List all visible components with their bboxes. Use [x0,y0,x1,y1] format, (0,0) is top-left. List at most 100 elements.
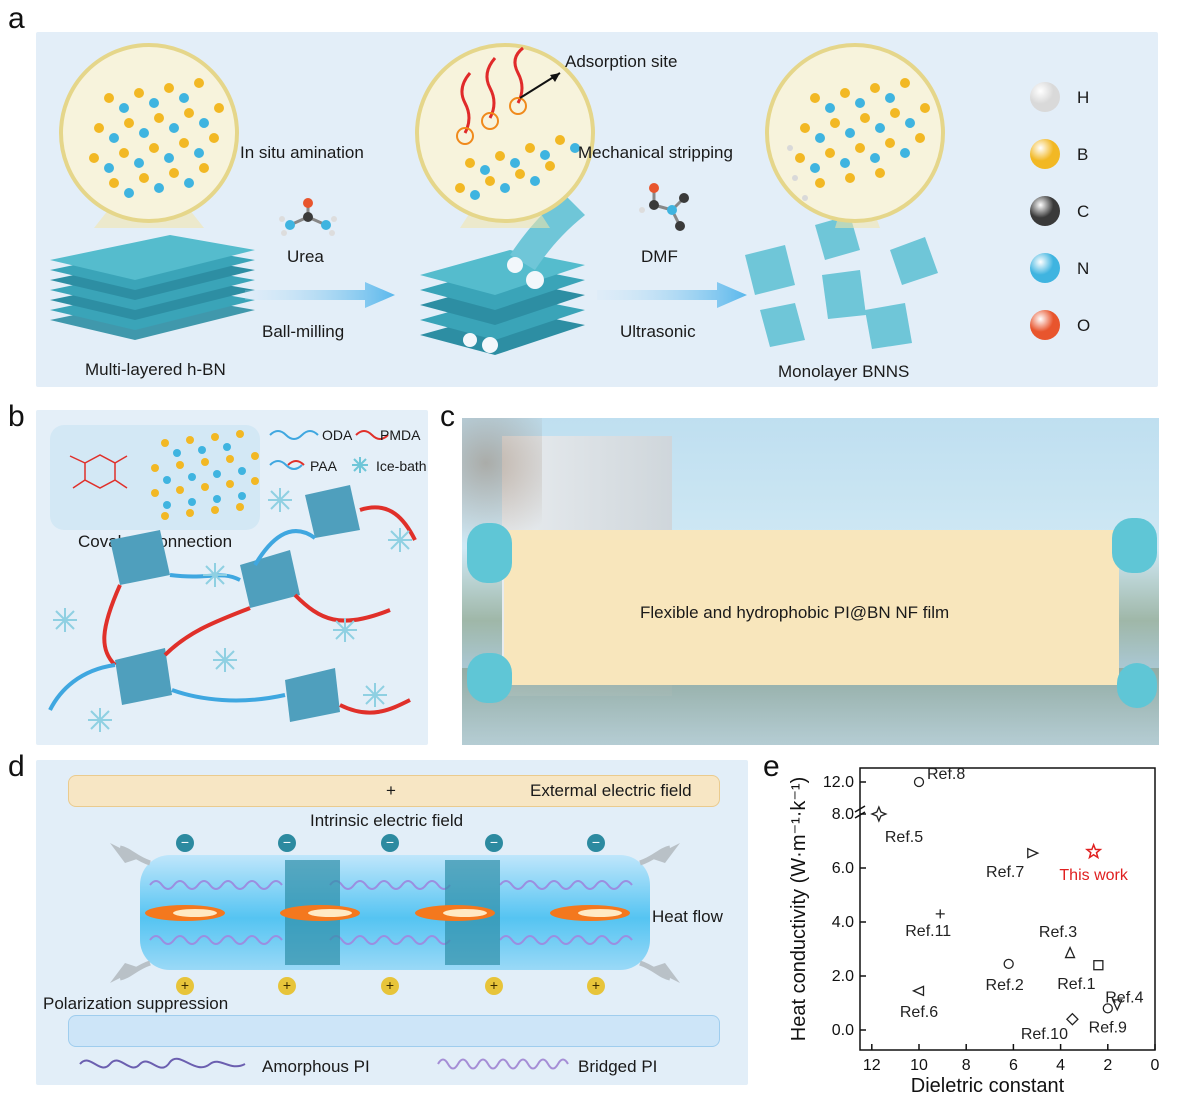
data-label: Ref.7 [986,864,1024,881]
data-point [1003,958,1014,970]
x-tick-label: 0 [1151,1057,1160,1074]
glove-left-bottom [467,653,512,703]
element-dot-c [1030,196,1060,226]
label-adsorption-site: Adsorption site [565,52,678,71]
x-tick-label: 6 [1009,1057,1018,1074]
y-tick-label: 12.0 [823,774,854,791]
negative-charge: − [587,834,605,852]
data-point [911,985,925,997]
arrow-ultrasonic-icon [597,282,747,308]
x-axis-label: Dieletric constant [911,1075,1065,1097]
heat-flow-arrows [110,843,680,983]
data-point [1102,1003,1113,1014]
data-label: Ref.11 [905,923,951,940]
negative-charge: − [278,834,296,852]
glove-left-top [467,523,512,583]
legend-pmda: PMDA [380,427,421,443]
external-field-bar [68,775,720,807]
dmf-molecule-icon [639,183,689,231]
x-tick-label: 12 [863,1057,881,1074]
negative-charge: − [176,834,194,852]
panel-b-letter: b [8,400,25,433]
y-tick-label: 6.0 [832,860,854,877]
covalent-structure [69,430,259,520]
element-label-n: N [1077,259,1090,278]
y-tick-label: 8.0 [832,806,854,823]
data-label: This work [1059,867,1128,884]
negative-charge: − [381,834,399,852]
label-ball-milling: Ball-milling [262,322,345,341]
element-label-o: O [1077,316,1091,335]
label-amorphous-pi: Amorphous PI [262,1057,370,1076]
plot-frame [859,767,1156,1051]
data-label: Ref.5 [885,829,923,846]
data-label: Ref.8 [927,766,965,783]
element-dot-b [1030,139,1060,169]
axis-break-mark [854,805,866,813]
glove-right-top [1112,518,1157,573]
data-point [1084,842,1103,860]
tube-internal-chains [145,860,633,965]
adsorption-lattice-zoom [415,43,595,228]
exfoliating-stack [420,195,585,355]
panel-b-legend-lines [269,430,389,473]
positive-charge: + [278,977,296,995]
positive-charge: + [381,977,399,995]
y-tick-label: 2.0 [832,968,854,985]
data-point [1111,999,1123,1012]
arrow-ball-milling-icon [245,282,395,308]
panel-e-letter: e [763,750,780,783]
data-point [1093,960,1104,971]
label-in-situ-amination: In situ amination [240,143,364,162]
positive-charge: + [485,977,503,995]
data-label: Ref.9 [1089,1019,1127,1036]
y-tick-label: 4.0 [832,914,854,931]
element-label-c: C [1077,202,1090,221]
panel-a-letter: a [8,2,25,35]
label-external-field: Extermal electric field [530,781,692,800]
hbn-lattice-zoom [59,43,239,228]
element-label-h: H [1077,88,1090,107]
panel-d-letter: d [8,750,25,783]
external-field-plus: + [386,781,396,800]
label-dmf: DMF [641,247,678,266]
legend-paa: PAA [310,458,337,474]
label-bridged-pi: Bridged PI [578,1057,658,1076]
pi-bn-nf-film [504,530,1119,685]
multilayer-hbn-stack [50,235,255,340]
label-monolayer-bnns: Monolayer BNNS [778,362,910,381]
monolayer-bnns-sheets [745,215,938,349]
label-mechanical-stripping: Mechanical stripping [578,143,733,162]
y-tick-label: 0.0 [832,1022,854,1039]
label-heat-flow: Heat flow [652,907,723,926]
paa-network-illustration [48,485,417,732]
positive-charge: + [587,977,605,995]
label-film: Flexible and hydrophobic PI@BN NF film [640,603,950,622]
label-urea: Urea [287,247,324,266]
label-ultrasonic: Ultrasonic [620,322,696,341]
data-label: Ref.4 [1105,989,1143,1006]
x-tick-label: 8 [962,1057,971,1074]
element-label-b: B [1077,145,1089,164]
data-label: Ref.3 [1039,924,1077,941]
positive-charge: + [176,977,194,995]
urea-molecule-icon [279,198,337,236]
lower-field-bar [68,1015,720,1047]
legend-oda: ODA [322,427,353,443]
label-polarization-suppression: Polarization suppression [43,994,229,1013]
data-point [870,805,888,823]
data-point [1064,945,1076,959]
data-label: Ref.2 [986,977,1024,994]
data-label: Ref.10 [1021,1026,1068,1043]
label-intrinsic-field: Intrinsic electric field [310,811,464,830]
data-point [1027,847,1040,859]
film-photo [462,418,1159,745]
label-multilayer-hbn: Multi-layered h-BN [85,360,226,379]
axis-break-mark [854,811,866,819]
element-dot-h [1030,82,1060,112]
legend-ice-bath: Ice-bath [376,458,427,474]
data-point [1065,1012,1079,1026]
data-point [935,909,945,919]
glove-right-bottom [1117,663,1157,708]
